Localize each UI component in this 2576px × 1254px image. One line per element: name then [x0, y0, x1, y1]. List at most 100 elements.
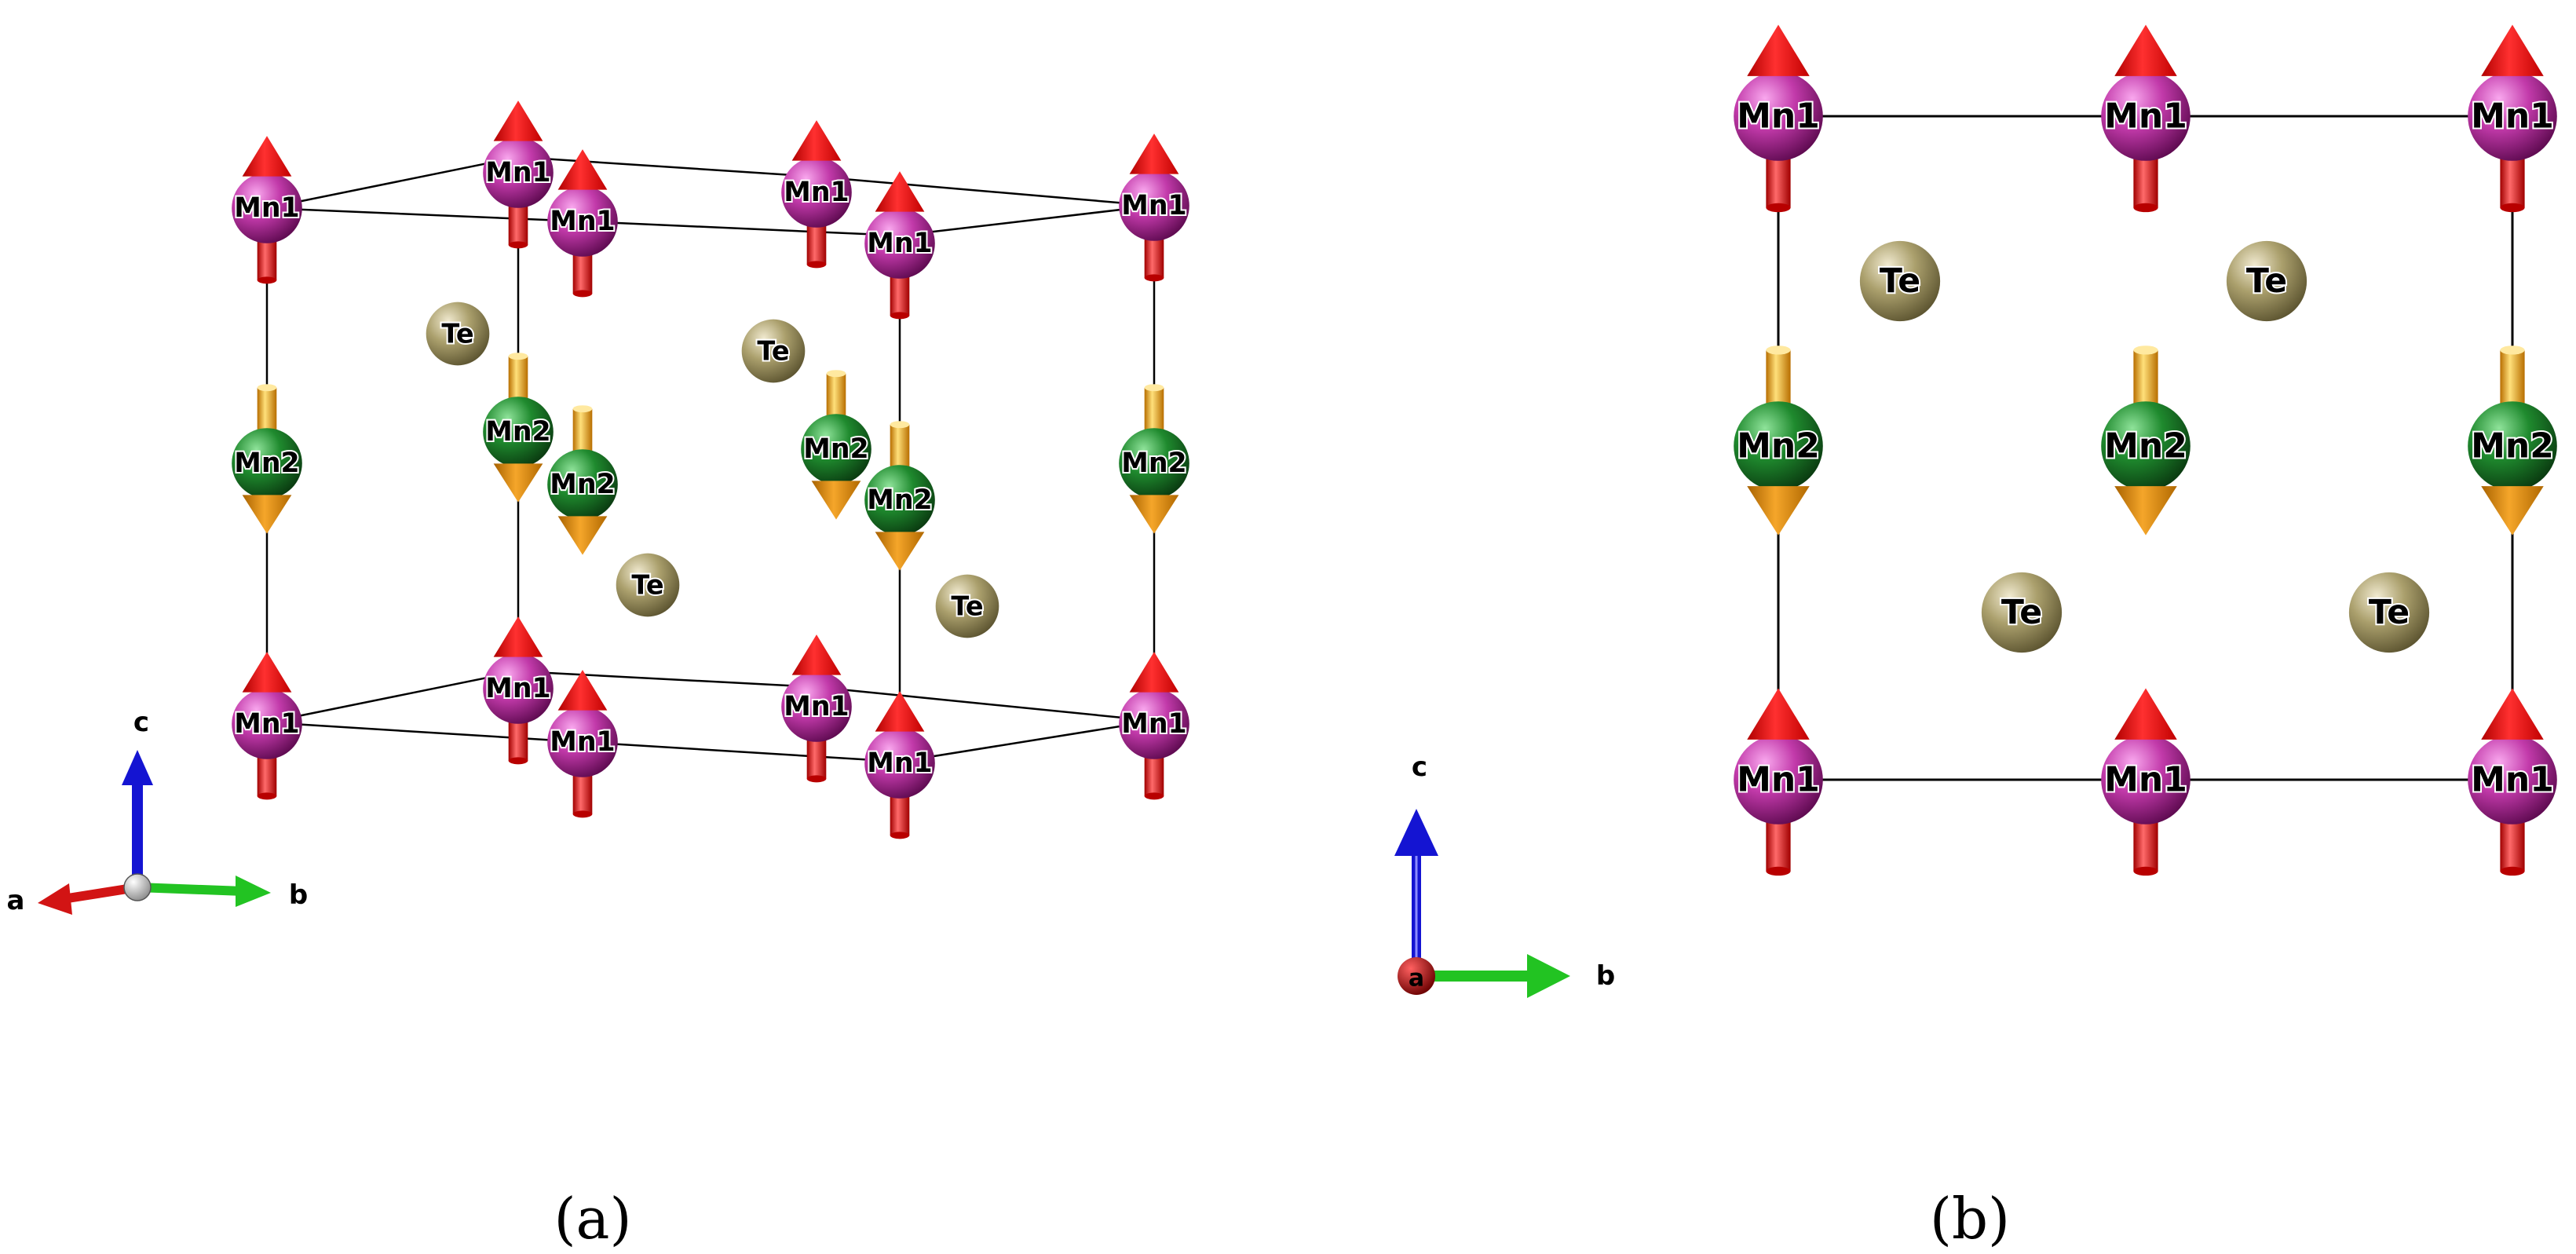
spin-moment-arrowhead: [2114, 688, 2177, 740]
atom-sphere: [781, 157, 852, 228]
spin-moment-tail-cap: [508, 353, 528, 360]
atom-mn2: Mn2: [864, 421, 935, 571]
atom-label: Mn1: [2471, 760, 2554, 800]
axis-label-a: a: [1409, 965, 1424, 993]
atom-sphere: [1734, 401, 1823, 491]
spin-moment-tail-cap: [2500, 203, 2525, 213]
atom-label: Mn2: [2104, 426, 2187, 466]
spin-moment-tail-cap: [508, 241, 528, 249]
cell-edge: [517, 155, 817, 178]
atom-mn1: Mn1: [1734, 24, 1823, 213]
atom-label: Mn2: [2471, 426, 2554, 466]
spin-moment-tail: [1144, 754, 1164, 796]
panel-b-caption: (b): [1930, 1186, 2010, 1252]
spin-moment-tail: [508, 356, 528, 400]
atom-sphere: [1734, 735, 1823, 824]
atom-sphere: [1119, 428, 1189, 499]
atom-sphere: [864, 465, 935, 536]
spin-moment-tail-cap: [826, 370, 846, 378]
spin-moment-arrowhead: [557, 516, 608, 555]
spin-moment-arrowhead: [493, 463, 543, 503]
axis-c-arrowhead: [122, 750, 153, 785]
atom-mn1: Mn1: [483, 101, 554, 249]
atom-sphere: [547, 707, 618, 777]
axis-label-c: c: [133, 707, 149, 738]
spin-moment-tail-cap: [1766, 203, 1791, 213]
cell-edge: [266, 670, 519, 724]
spin-moment-tail: [572, 408, 593, 453]
axis-label-a: a: [7, 885, 25, 916]
atom-label: Mn1: [1737, 97, 1820, 137]
spin-moment-tail: [890, 424, 910, 469]
spin-moment-arrowhead: [242, 652, 292, 693]
spin-moment-tail-cap: [2500, 345, 2525, 355]
atom-sphere: [2468, 735, 2557, 824]
spin-moment-tail-cap: [257, 792, 277, 800]
atom-label: Te: [951, 591, 983, 622]
cell-edge: [266, 721, 583, 744]
atom-sphere: [2468, 71, 2557, 161]
spin-moment-tail-cap: [572, 810, 593, 818]
atom-mn2: Mn2: [801, 370, 871, 520]
axis-c-arrowhead: [1394, 809, 1438, 856]
atom-mn1: Mn1: [2101, 688, 2191, 876]
spin-moment-tail-cap: [1766, 345, 1791, 355]
axes-triad-a: c b a: [7, 707, 309, 916]
spin-moment-tail-cap: [572, 290, 593, 298]
spin-moment-arrowhead: [242, 495, 292, 534]
spin-moment-tail-cap: [2500, 866, 2525, 876]
spin-moment-tail: [572, 251, 593, 294]
spin-moment-tail-cap: [257, 384, 277, 392]
atom-sphere: [616, 553, 680, 617]
cell-edge: [266, 207, 583, 223]
spin-moment-arrowhead: [2481, 486, 2544, 536]
atom-mn2: Mn2: [1734, 345, 1823, 536]
cell-edge: [582, 740, 901, 763]
atom-sphere: [2101, 71, 2191, 161]
axis-label-b: b: [1596, 960, 1615, 992]
spin-moment-tail: [1144, 236, 1164, 278]
atom-mn1: Mn1: [2468, 24, 2557, 213]
atom-mn2: Mn2: [2101, 345, 2191, 536]
atom-mn1: Mn1: [1734, 688, 1823, 876]
spin-moment-tail-cap: [1766, 866, 1791, 876]
atom-label: Mn2: [1121, 448, 1186, 479]
spin-moment-arrowhead: [1129, 495, 1179, 534]
atom-sphere: [483, 653, 554, 724]
atom-label: Mn2: [234, 448, 299, 479]
atom-te: Te: [616, 553, 680, 617]
spin-moment-tail-cap: [1144, 274, 1164, 282]
spin-moment-tail: [826, 373, 846, 418]
atom-label: Mn1: [550, 726, 615, 758]
atom-label: Mn1: [2104, 97, 2187, 137]
spin-moment-tail-cap: [572, 405, 593, 413]
spin-moment-tail-cap: [1144, 792, 1164, 800]
atom-sphere: [2101, 401, 2191, 491]
spin-moment-arrowhead: [493, 616, 543, 657]
atom-sphere: [2468, 401, 2557, 491]
atom-mn1: Mn1: [483, 616, 554, 765]
atom-mn1: Mn1: [2101, 24, 2191, 213]
spin-moment-tail: [2500, 349, 2525, 406]
atom-sphere: [232, 173, 302, 243]
atom-label: Te: [1880, 261, 1920, 301]
atom-label: Mn1: [1121, 708, 1186, 740]
cell-edge: [266, 155, 519, 210]
spin-moment-arrowhead: [791, 634, 842, 675]
atom-label: Mn2: [550, 469, 615, 500]
atom-label: Te: [2246, 261, 2287, 301]
spin-moment-tail: [508, 718, 528, 761]
spin-moment-tail-cap: [257, 276, 277, 284]
atom-label: Te: [2369, 593, 2410, 632]
atom-mn1: Mn1: [781, 634, 852, 783]
atom-sphere: [1119, 689, 1189, 759]
atom-sphere: [2226, 240, 2307, 322]
atom-mn1: Mn1: [781, 120, 852, 269]
atom-sphere: [426, 302, 490, 366]
spin-moment-arrowhead: [2114, 24, 2177, 76]
atom-sphere: [864, 208, 935, 279]
